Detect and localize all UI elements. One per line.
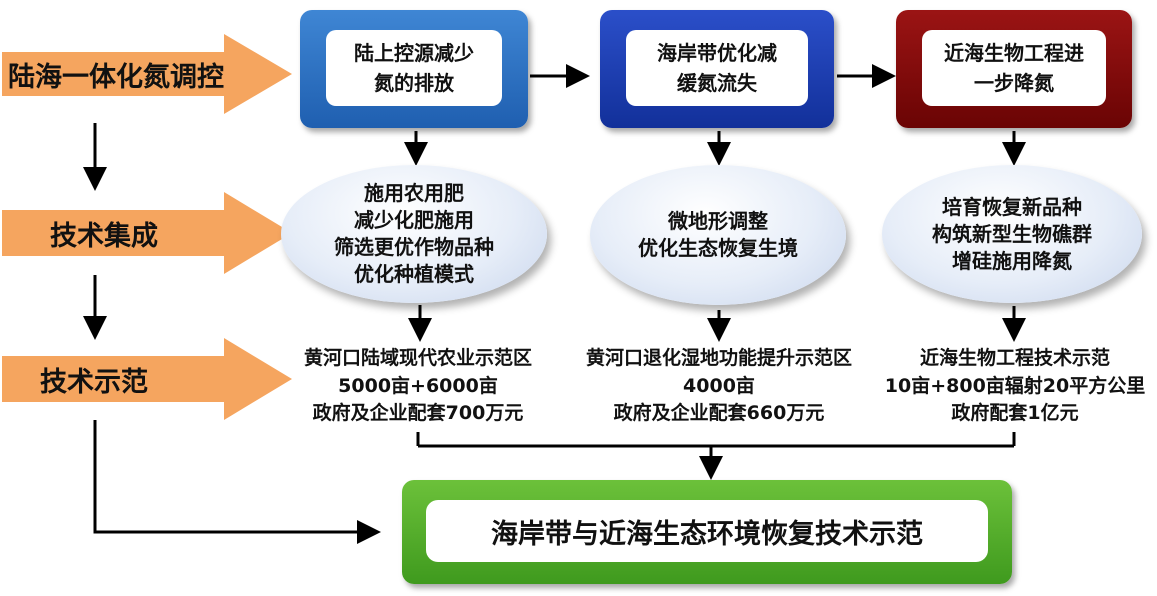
ellipse-text-line: 构筑新型生物礁群 bbox=[932, 221, 1092, 246]
box-text-line: 海岸带优化减 bbox=[657, 41, 777, 65]
ellipse-text-line: 优化种植模式 bbox=[354, 262, 474, 286]
demo-text-line: 黄河口陆域现代农业示范区 bbox=[303, 347, 532, 369]
demo-text-line: 政府及企业配套660万元 bbox=[613, 402, 825, 425]
ellipse-coastal-tech: 微地形调整 优化生态恢复生境 bbox=[590, 165, 846, 305]
final-box-label: 海岸带与近海生态环境恢复技术示范 bbox=[426, 500, 988, 562]
stage-label: 陆海一体化氮调控 bbox=[8, 61, 224, 93]
orange-arrow-shape bbox=[2, 338, 292, 420]
box-text-line: 近海生物工程进 bbox=[944, 41, 1084, 65]
ellipse-text-line: 微地形调整 bbox=[668, 209, 768, 233]
demo-text-line: 黄河口退化湿地功能提升示范区 bbox=[585, 347, 852, 369]
demo-text-line: 10亩+800亩辐射20平方公里 bbox=[884, 374, 1146, 397]
box-text-line: 氮的排放 bbox=[374, 71, 454, 95]
ellipse-text-line: 减少化肥施用 bbox=[354, 208, 474, 232]
stage-label: 技术示范 bbox=[40, 366, 148, 398]
ellipse-text-line: 增硅施用降氮 bbox=[952, 248, 1072, 273]
demo-nearshore: 近海生物工程技术示范 10亩+800亩辐射20平方公里 政府配套1亿元 bbox=[880, 345, 1150, 428]
top-box-land-source: 陆上控源减少 氮的排放 bbox=[300, 10, 528, 128]
arrow-left-elbow bbox=[93, 420, 381, 544]
ellipse-text-line: 优化生态恢复生境 bbox=[638, 236, 798, 260]
top-box-coastal: 海岸带优化减 缓氮流失 bbox=[600, 10, 834, 128]
ellipse-text-line: 培育恢复新品种 bbox=[942, 194, 1082, 219]
ellipse-nearshore-tech: 培育恢复新品种 构筑新型生物礁群 增硅施用降氮 bbox=[882, 165, 1142, 303]
demo-text-line: 5000亩+6000亩 bbox=[338, 374, 498, 397]
box-text-line: 缓氮流失 bbox=[677, 71, 757, 95]
demo-coastal: 黄河口退化湿地功能提升示范区 4000亩 政府及企业配套660万元 bbox=[560, 345, 878, 428]
demo-text-line: 4000亩 bbox=[683, 374, 755, 397]
demo-text-line: 政府及企业配套700万元 bbox=[312, 402, 524, 425]
ellipse-text-line: 筛选更优作物品种 bbox=[334, 235, 494, 259]
final-box: 海岸带与近海生态环境恢复技术示范 bbox=[402, 480, 1012, 584]
demo-land: 黄河口陆域现代农业示范区 5000亩+6000亩 政府及企业配套700万元 bbox=[283, 345, 553, 428]
box-text-line: 陆上控源减少 bbox=[354, 41, 474, 65]
box-text-line: 一步降氮 bbox=[974, 71, 1054, 95]
stage-arrow-tech-demo: 技术示范 bbox=[2, 338, 292, 420]
stage-label: 技术集成 bbox=[50, 220, 158, 252]
stage-arrow-nitrogen-control: 陆海一体化氮调控 bbox=[2, 34, 292, 114]
orange-arrow-shape bbox=[2, 34, 292, 114]
top-box-nearshore: 近海生物工程进 一步降氮 bbox=[896, 10, 1132, 128]
ellipse-land-tech: 施用农用肥 减少化肥施用 筛选更优作物品种 优化种植模式 bbox=[281, 165, 547, 303]
demo-text-line: 近海生物工程技术示范 bbox=[919, 347, 1110, 369]
demo-text-line: 政府配套1亿元 bbox=[951, 402, 1079, 425]
orange-arrow-shape bbox=[2, 192, 292, 274]
ellipse-text-line: 施用农用肥 bbox=[364, 181, 464, 205]
stage-arrow-tech-integration: 技术集成 bbox=[2, 192, 292, 274]
